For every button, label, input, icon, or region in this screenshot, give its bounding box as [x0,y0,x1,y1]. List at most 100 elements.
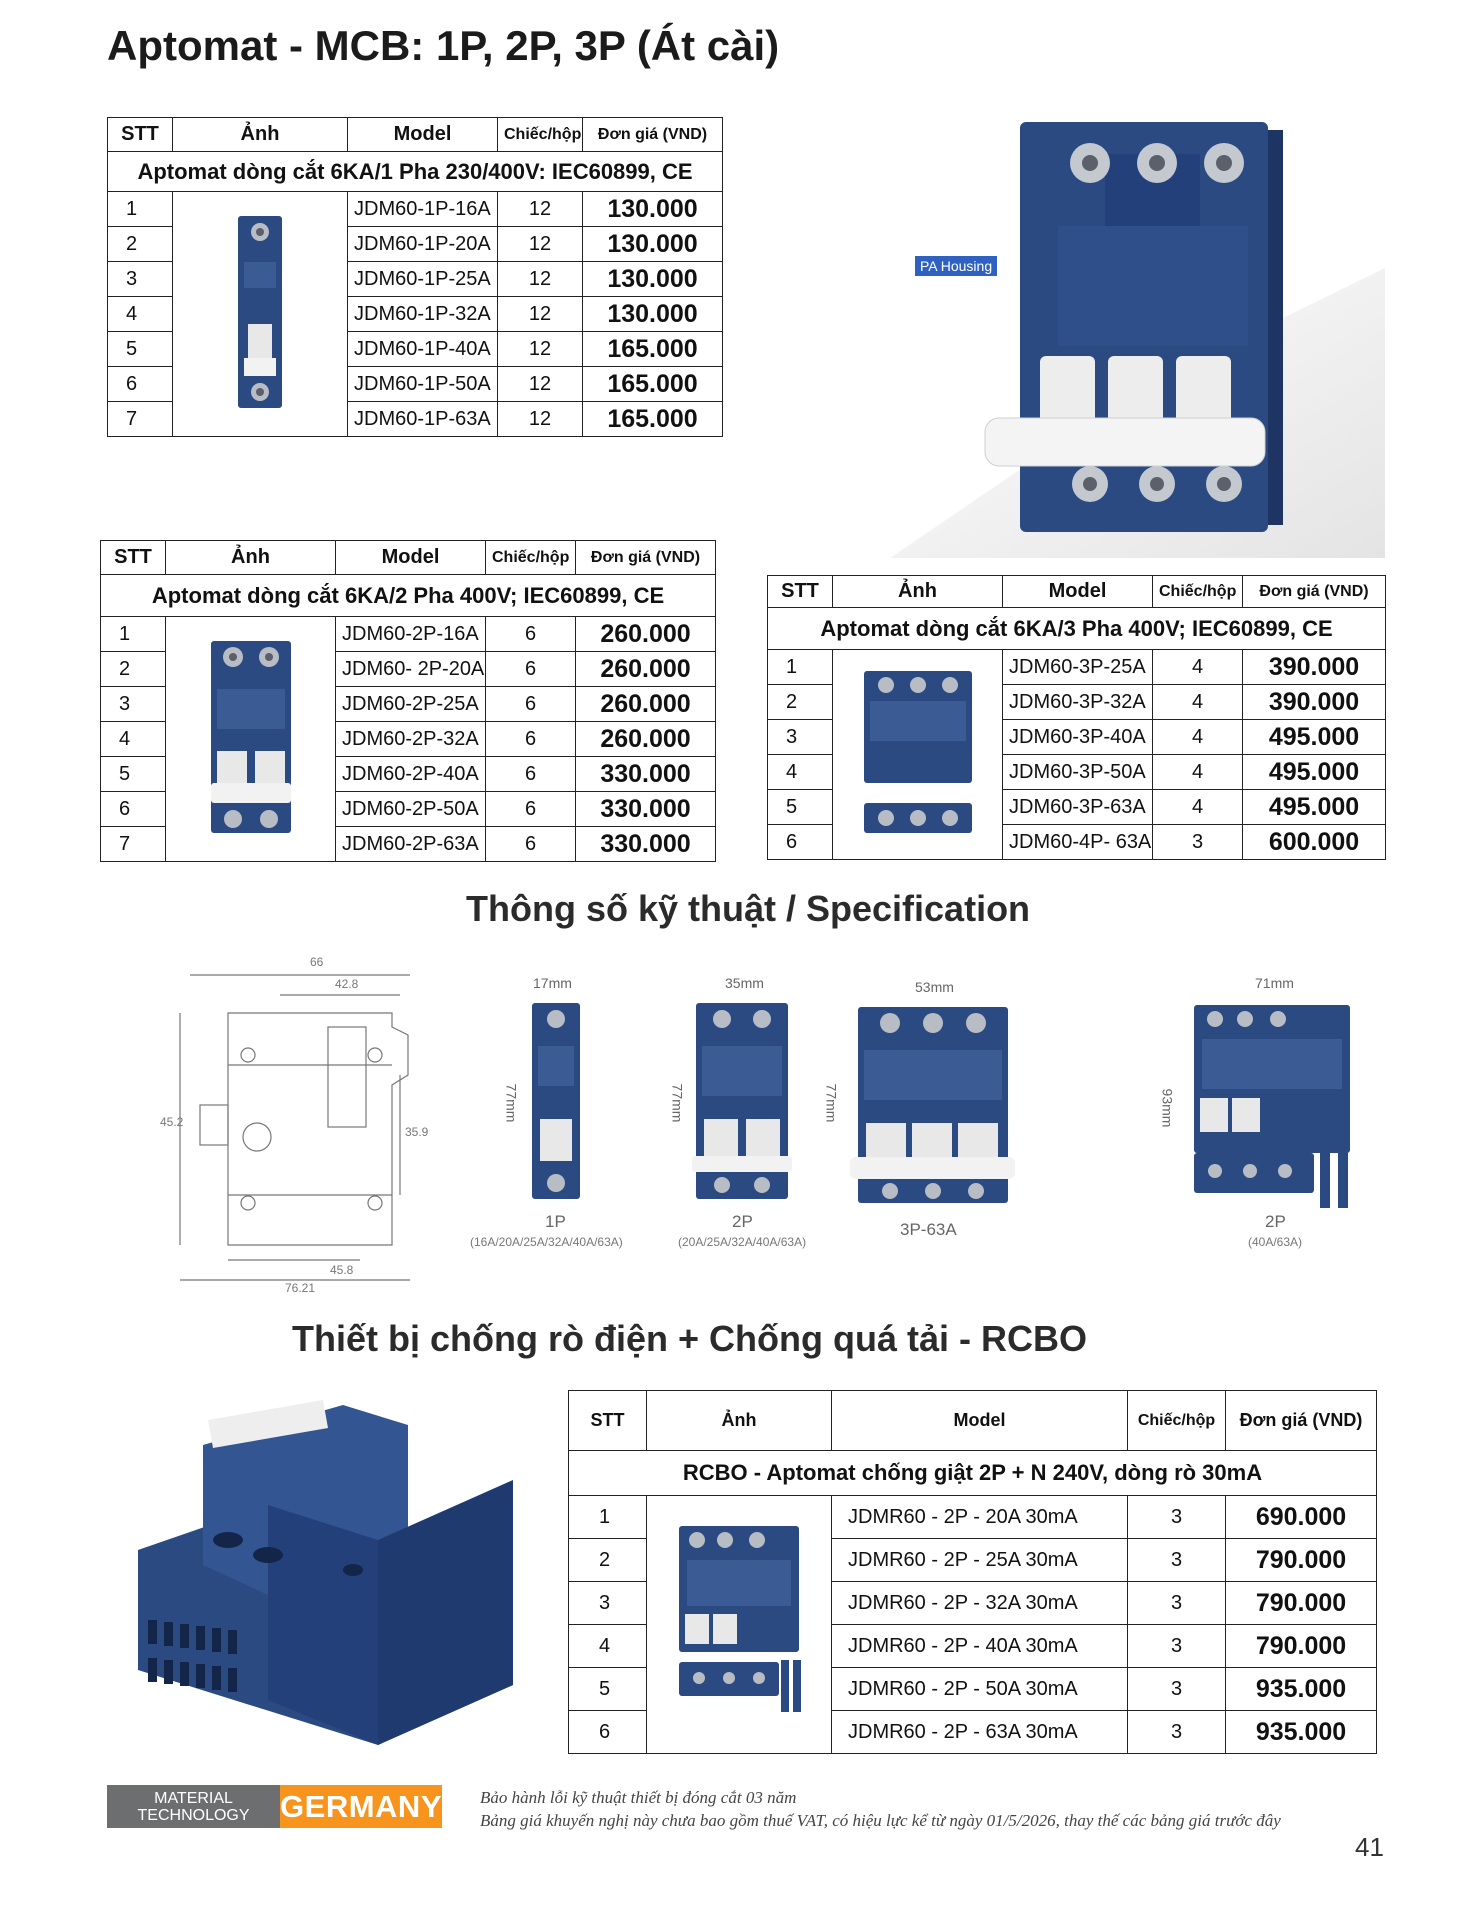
header-price: Đơn giá (VND) [582,117,723,152]
table-header-row: STT Ảnh Model Chiếc/hộp Đơn giá (VND) [568,1390,1377,1451]
product-image-rcbo [646,1495,832,1754]
width-label: 53mm [915,979,954,995]
badge-country: GERMANY [280,1785,442,1828]
header-qty: Chiếc/hộp [485,540,576,575]
header-stt: STT [107,117,173,152]
product-note: (40A/63A) [1248,1235,1303,1249]
header-image: Ảnh [172,117,348,152]
page-title: Aptomat - MCB: 1P, 2P, 3P (Át cài) [107,22,780,69]
mcb-2p-spec-image [692,1003,792,1199]
table-subtitle: RCBO - Aptomat chống giật 2P + N 240V, d… [568,1450,1377,1496]
dim-45-8: 45.8 [330,1263,354,1277]
table-row: 2 JDMR60 - 2P - 25A 30mA 3 790.000 [568,1538,1377,1582]
mcb-1p-image [238,215,282,408]
mcb-3p-hero-image [890,122,1385,558]
header-qty: Chiếc/hộp [1127,1390,1226,1451]
badge-left: MATERIAL TECHNOLOGY [107,1785,281,1828]
table-row: 7 JDM60-2P-63A 6 330.000 [100,826,716,862]
dim-35-9: 35.9 [405,1125,429,1139]
spec-product-1p: 17mm 77mm 1P (16A/20A/25A/32A/40A/63A) [470,975,640,1275]
product-label: 2P [1265,1212,1286,1231]
header-model: Model [1002,575,1153,608]
table-row: 7 JDM60-1P-63A 12 165.000 [107,401,723,437]
rcbo-spec-image [1194,1005,1350,1208]
rcbo-hero-image [128,1400,513,1745]
dim-66: 66 [310,955,324,969]
table-row: 1 JDM60-3P-25A 4 390.000 [767,649,1386,860]
mcb-3p-image [863,671,972,833]
table-row: 2 JDM60- 2P-20A 6 260.000 [100,651,716,687]
badge-technology: TECHNOLOGY [137,1806,250,1824]
product-note: (16A/20A/25A/32A/40A/63A) [470,1235,623,1249]
table-row: 4 JDM60-2P-32A 6 260.000 [100,721,716,757]
header-qty: Chiếc/hộp [497,117,583,152]
table-row: 6 JDM60-1P-50A 12 165.000 [107,366,723,402]
header-model: Model [831,1390,1128,1451]
height-label: 77mm [669,1083,686,1123]
width-label: 35mm [725,975,764,991]
height-label: 77mm [503,1083,520,1123]
header-model: Model [347,117,498,152]
table-subtitle: Aptomat dòng cắt 6KA/1 Pha 230/400V: IEC… [107,151,723,192]
material-badge: MATERIAL TECHNOLOGY GERMANY [107,1785,442,1828]
width-label: 17mm [533,975,572,991]
rcbo-3d-image [138,1400,513,1745]
product-image-1p [172,191,348,437]
header-image: Ảnh [832,575,1003,608]
dimension-drawing [179,974,410,1281]
product-note: (20A/25A/32A/40A/63A) [678,1235,807,1249]
header-image: Ảnh [165,540,336,575]
header-price: Đơn giá (VND) [575,540,716,575]
table-row: 1 JDM60-2P-16A 6 260.000 [100,616,716,862]
product-image-2p [165,616,336,862]
dim-76-21: 76.21 [285,1281,316,1295]
header-price: Đơn giá (VND) [1225,1390,1377,1451]
warranty-note: Bảo hành lỗi kỹ thuật thiết bị đóng cắt … [480,1788,797,1807]
spec-product-3p: 53mm 77mm 3P-63A [823,975,1020,1275]
table-row: 5 JDM60-3P-63A 4 495.000 [767,789,1386,825]
table-row: 4 JDM60-1P-32A 12 130.000 [107,296,723,332]
table-row: 5 JDM60-1P-40A 12 165.000 [107,331,723,367]
table-header-row: STT Ảnh Model Chiếc/hộp Đơn giá (VND) [100,540,716,575]
price-note: Bảng giá khuyến nghị này chưa bao gồm th… [480,1811,1281,1830]
table-row: 2 JDM60-3P-32A 4 390.000 [767,684,1386,720]
technical-drawing: 66 42.8 45.2 35.9 45.8 76.21 [160,955,435,1295]
table-row: 4 JDM60-3P-50A 4 495.000 [767,754,1386,790]
header-stt: STT [767,575,833,608]
mcb-1p-spec-image [532,1003,580,1199]
header-qty: Chiếc/hộp [1152,575,1243,608]
mcb-2p-image [210,640,291,833]
price-table-rcbo: STT Ảnh Model Chiếc/hộp Đơn giá (VND) RC… [568,1390,1377,1754]
table-header-row: STT Ảnh Model Chiếc/hộp Đơn giá (VND) [767,575,1386,608]
table-row: 6 JDMR60 - 2P - 63A 30mA 3 935.000 [568,1710,1377,1754]
header-stt: STT [100,540,166,575]
table-row: 6 JDM60-4P- 63A 3 600.000 [767,824,1386,860]
dim-45-2: 45.2 [160,1115,184,1129]
height-label: 93mm [1159,1088,1176,1128]
rcbo-title: Thiết bị chống rò điện + Chống quá tải -… [292,1318,1087,1359]
price-table-2p: STT Ảnh Model Chiếc/hộp Đơn giá (VND) Ap… [100,540,716,862]
table-row: 1 JDMR60 - 2P - 20A 30mA 3 690.000 [568,1495,1377,1754]
dim-42-8: 42.8 [335,977,359,991]
price-table-1p: STT Ảnh Model Chiếc/hộp Đơn giá (VND) Ap… [107,117,723,437]
product-label: 2P [732,1212,753,1231]
header-price: Đơn giá (VND) [1242,575,1386,608]
spec-title: Thông số kỹ thuật / Specification [466,888,1031,929]
header-stt: STT [568,1390,647,1451]
table-row: 6 JDM60-2P-50A 6 330.000 [100,791,716,827]
product-label: 3P-63A [900,1220,957,1239]
table-subtitle: Aptomat dòng cắt 6KA/2 Pha 400V; IEC6089… [100,574,716,617]
table-subtitle: Aptomat dòng cắt 6KA/3 Pha 400V; IEC6089… [767,607,1386,650]
table-header-row: STT Ảnh Model Chiếc/hộp Đơn giá (VND) [107,117,723,152]
table-row: 2 JDM60-1P-20A 12 130.000 [107,226,723,262]
page-number: 41 [1355,1832,1384,1862]
table-row: 5 JDM60-2P-40A 6 330.000 [100,756,716,792]
mcb-3p-spec-image [850,1007,1015,1203]
spec-product-rcbo: 71mm 93mm 2P (40A/63A) [1159,975,1360,1275]
spec-product-2p: 35mm 77mm 2P (20A/25A/32A/40A/63A) [669,975,840,1275]
pa-housing-label: PA Housing [915,256,998,276]
height-label: 77mm [823,1083,840,1123]
product-image-3p [832,649,1003,860]
table-row: 3 JDMR60 - 2P - 32A 30mA 3 790.000 [568,1581,1377,1625]
rcbo-table-image [679,1526,801,1712]
